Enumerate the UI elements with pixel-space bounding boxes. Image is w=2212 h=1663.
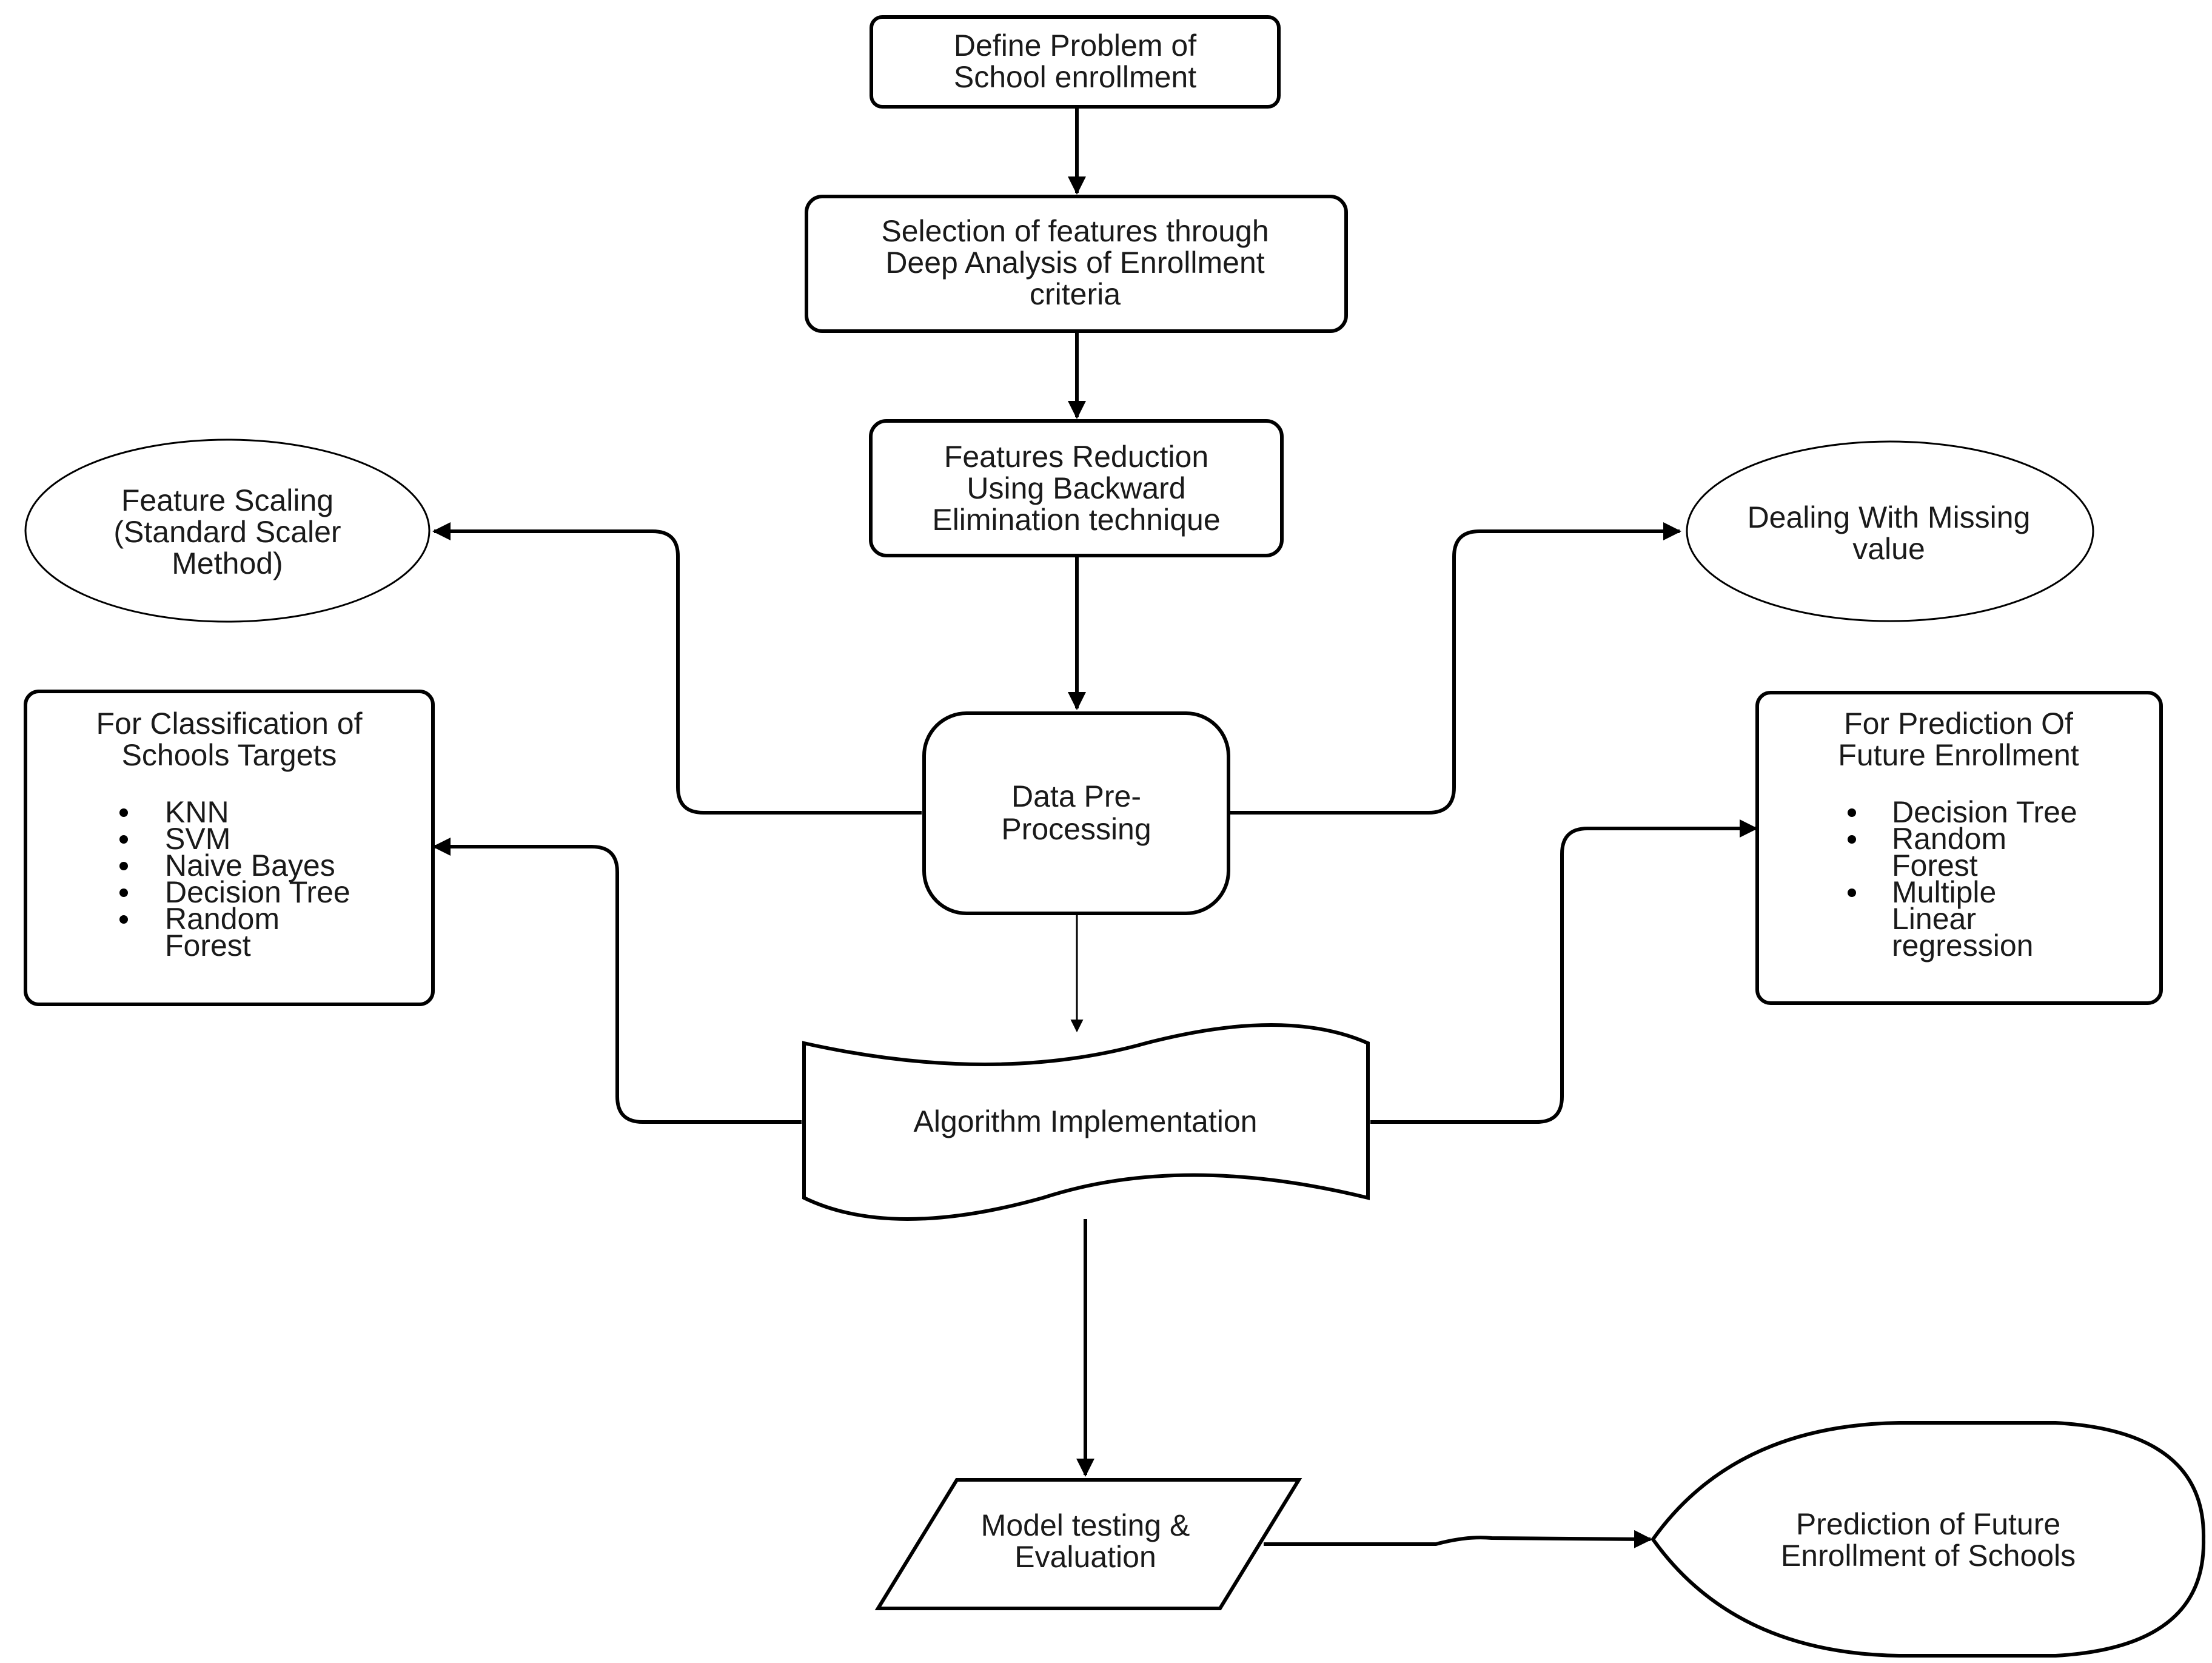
classification-line-1: For Classification of [96,707,362,741]
model-testing-line-2: Evaluation [1014,1540,1156,1574]
bullet-icon [1848,808,1856,817]
classification-node: For Classification of Schools Targets KN… [24,690,435,1006]
define-problem-node: Define Problem of School enrollment [870,15,1281,109]
model-testing-node: Model testing & Evaluation [874,1478,1302,1610]
final-prediction-line-1: Prediction of Future [1796,1507,2060,1541]
arrow-algorithm-to-classification [432,838,802,1124]
data-preprocessing-line-1: Data Pre- [1011,779,1141,813]
classification-item: Random [165,902,280,936]
feature-selection-line-1: Selection of features through [881,214,1269,248]
arrow-preprocessing-to-missing [1230,522,1681,815]
missing-value-line-2: value [1852,532,1925,566]
classification-item: Decision Tree [165,875,350,909]
prediction-item: regression [1892,929,2033,963]
bullet-icon [1848,835,1856,844]
feature-reduction-line-2: Using Backward [967,471,1185,505]
prediction-item: Forest [1892,848,1978,882]
algorithm-label: Algorithm Implementation [914,1104,1258,1138]
prediction-item: Decision Tree [1892,795,2077,829]
missing-value-node: Dealing With Missing value [1686,440,2094,622]
connectors [432,107,1758,1548]
feature-selection-node: Selection of features through Deep Analy… [805,195,1348,333]
classification-item: Forest [165,929,251,963]
algorithm-node: Algorithm Implementation [802,1023,1370,1221]
prediction-item: Linear [1892,902,1976,936]
feature-scaling-node: Feature Scaling (Standard Scaler Method) [24,438,431,623]
data-preprocessing-line-2: Processing [1001,812,1151,846]
arrow-model-testing-to-final [1264,1530,1652,1548]
define-problem-line-2: School enrollment [954,60,1196,94]
feature-reduction-line-3: Elimination technique [932,503,1220,537]
prediction-line-2: Future Enrollment [1838,738,2079,772]
arrow-preprocessing-to-scaling [432,522,922,815]
prediction-node: For Prediction Of Future Enrollment Deci… [1755,691,2163,1005]
feature-reduction-line-1: Features Reduction [944,440,1208,474]
feature-selection-line-2: Deep Analysis of Enrollment [885,246,1264,280]
arrow-algorithm-to-prediction [1370,819,1758,1124]
model-testing-line-1: Model testing & [981,1508,1190,1542]
prediction-item: Multiple [1892,875,1996,909]
classification-item: Naive Bayes [165,848,335,882]
missing-value-line-1: Dealing With Missing [1748,500,2031,534]
final-prediction-line-2: Enrollment of Schools [1781,1539,2076,1573]
bullet-icon [119,835,128,844]
define-problem-line-1: Define Problem of [954,29,1196,62]
feature-selection-line-3: criteria [1030,277,1121,311]
feature-scaling-line-2: (Standard Scaler [113,515,341,549]
final-prediction-node: Prediction of Future Enrollment of Schoo… [1651,1421,2206,1658]
feature-reduction-node: Features Reduction Using Backward Elimin… [869,419,1284,557]
prediction-item: Random [1892,822,2006,856]
bullet-icon [119,915,128,924]
bullet-icon [1848,889,1856,897]
classification-item: KNN [165,795,229,829]
feature-scaling-line-3: Method) [172,546,283,580]
prediction-line-1: For Prediction Of [1844,707,2073,741]
bullet-icon [119,889,128,897]
feature-scaling-line-1: Feature Scaling [121,483,333,517]
classification-item: SVM [165,822,230,856]
bullet-icon [119,862,128,870]
bullet-icon [119,808,128,817]
data-preprocessing-node: Data Pre- Processing [922,711,1230,915]
classification-line-2: Schools Targets [122,738,337,772]
